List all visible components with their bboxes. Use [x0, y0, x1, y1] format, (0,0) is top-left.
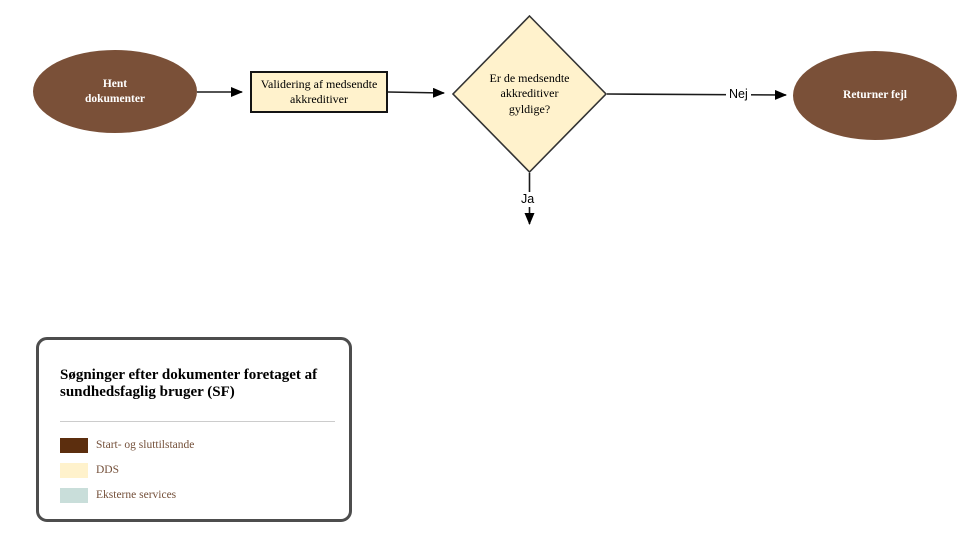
legend-swatch-eksterne — [60, 487, 88, 503]
edge-label-nej: Nej — [726, 87, 751, 102]
legend-items: Start- og sluttilstande DDS Eksterne ser… — [60, 433, 329, 508]
node-label: Validering af medsendte akkreditiver — [260, 77, 378, 106]
diamond-shape — [452, 15, 607, 173]
legend-item-label: DDS — [96, 464, 120, 476]
node-start-hent-dokumenter: Hent dokumenter — [33, 50, 197, 133]
legend-item-eksterne: Eksterne services — [60, 483, 329, 508]
legend-item-start-slut: Start- og sluttilstande — [60, 433, 329, 458]
legend-swatch-start-end — [60, 437, 88, 453]
node-label: Returner fejl — [843, 89, 907, 102]
edge-label-ja: Ja — [518, 192, 538, 207]
edge-process-to-decision — [387, 87, 445, 98]
legend-item-label: Eksterne services — [96, 489, 177, 501]
node-end-returner-fejl: Returner fejl — [793, 51, 957, 140]
legend-item-dds: DDS — [60, 458, 329, 483]
legend-box: Søgninger efter dokumenter foretaget af … — [36, 337, 352, 522]
node-process-validering: Validering af medsendte akkreditiver — [250, 71, 388, 113]
legend-separator — [60, 420, 335, 422]
node-label: Er de medsendte akkreditiver gyldige? — [489, 70, 570, 116]
legend-swatch-dds — [60, 462, 88, 478]
legend-title: Søgninger efter dokumenter foretaget af … — [60, 367, 318, 401]
edge-decision-to-error — [606, 89, 787, 100]
node-label: Hent dokumenter — [84, 78, 146, 105]
node-decision-gyldige: Er de medsendte akkreditiver gyldige? — [452, 15, 607, 173]
legend-item-label: Start- og sluttilstande — [96, 439, 195, 451]
